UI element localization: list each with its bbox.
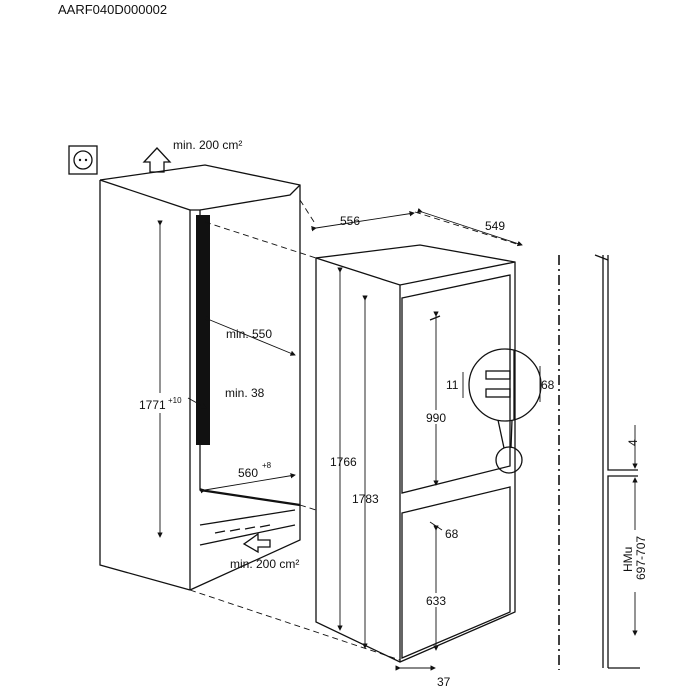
appliance-depth-label: 549 xyxy=(485,219,505,233)
airflow-up-arrow-icon xyxy=(142,147,172,173)
side-panel xyxy=(594,254,640,669)
lower-door-label: 633 xyxy=(426,594,446,608)
drawing-code: AARF040D000002 xyxy=(58,2,167,17)
appliance xyxy=(315,244,516,663)
niche-width-tolerance: +8 xyxy=(262,461,272,470)
hinge-detail xyxy=(462,348,542,474)
lower-offset-label: 68 xyxy=(445,527,459,541)
vent-top-label: min. 200 cm² xyxy=(173,138,242,152)
power-socket-icon xyxy=(68,145,98,175)
cabinet-niche xyxy=(99,164,301,591)
niche-height-label: 1771 xyxy=(139,398,166,412)
hmu-range-label: 697-707 xyxy=(634,536,648,580)
airflow-in-arrow-icon xyxy=(242,532,271,554)
upper-door-label: 990 xyxy=(426,411,446,425)
appliance-width-label: 556 xyxy=(340,214,360,228)
hinge-offset-label: 68 xyxy=(541,378,555,392)
niche-depth-label: min. 550 xyxy=(226,327,272,341)
gap-label: 4 xyxy=(626,439,640,446)
hinge-gap-label: 11 xyxy=(446,378,459,392)
niche-width-label: 560 xyxy=(238,466,258,480)
foot-label: 37 xyxy=(437,675,451,689)
appliance-total-height-label: 1783 xyxy=(352,492,379,506)
vent-bottom-label: min. 200 cm² xyxy=(230,557,299,571)
appliance-height-label: 1766 xyxy=(330,455,357,469)
rear-gap-label: min. 38 xyxy=(225,386,265,400)
niche-height-tolerance: +10 xyxy=(168,396,182,405)
hmu-label: HMu xyxy=(621,547,635,572)
